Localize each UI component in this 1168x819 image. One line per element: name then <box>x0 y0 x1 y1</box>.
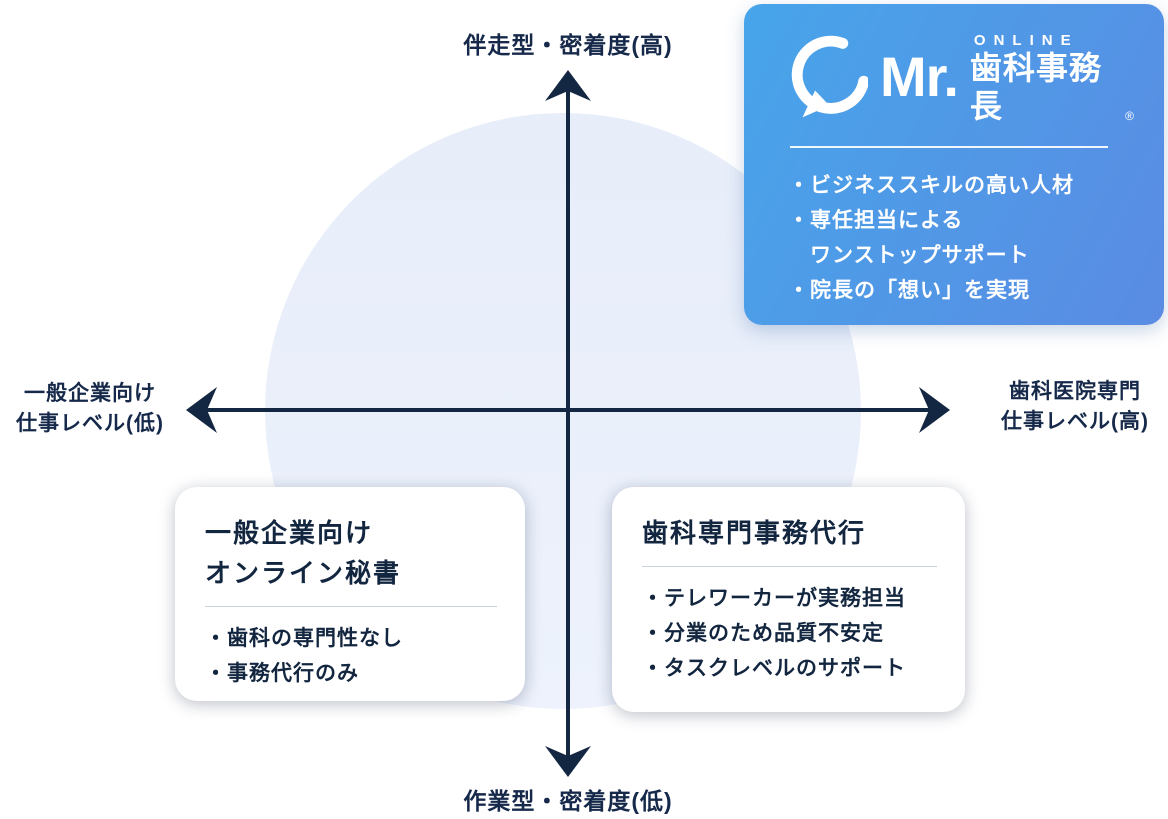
card-point-item: ・事務代行のみ <box>205 662 359 685</box>
card-title-line2: オンライン秘書 <box>205 558 402 588</box>
arrow-down-icon <box>545 746 591 777</box>
card-point-list: ・テレワーカーが実務担当 ・分業のため品質不安定 ・タスクレベルのサポート <box>642 581 937 686</box>
general-online-secretary-card: 一般企業向け オンライン秘書 ・歯科の専門性なし ・事務代行のみ <box>175 487 525 701</box>
card-title: 一般企業向け オンライン秘書 <box>205 513 497 593</box>
card-point-list: ・歯科の専門性なし ・事務代行のみ <box>205 621 497 691</box>
arrow-left-icon <box>186 387 217 433</box>
arrow-up-icon <box>545 70 591 101</box>
axis-label-left-line2: 仕事レベル(低) <box>16 412 164 435</box>
brand-card-divider <box>790 145 1108 148</box>
axis-label-top: 伴走型・密着度(高) <box>463 32 673 58</box>
axis-label-right-line2: 仕事レベル(高) <box>1001 410 1149 433</box>
brand-feature-item: ・院長の「想い」を実現 <box>788 278 1030 302</box>
card-point-item: ・歯科の専門性なし <box>205 627 403 650</box>
brand-name: 歯科事務長 <box>969 50 1102 125</box>
axis-label-left: 一般企業向け 仕事レベル(低) <box>0 379 180 439</box>
brand-feature-item: ・専任担当による <box>788 208 964 232</box>
card-point-item: ・タスクレベルのサポート <box>642 657 906 680</box>
axis-label-left-line1: 一般企業向け <box>24 382 156 405</box>
brand-feature-item: ワンストップサポート <box>788 243 1030 267</box>
brand-logo: Mr. ONLINE 歯科事務長 ® <box>744 4 1164 126</box>
axis-label-bottom: 作業型・密着度(低) <box>463 788 673 814</box>
brand-card: Mr. ONLINE 歯科事務長 ® ・ビジネススキルの高い人材 ・専任担当によ… <box>744 4 1164 325</box>
brand-feature-list: ・ビジネススキルの高い人材 ・専任担当による ワンストップサポート ・院長の「想… <box>788 168 1164 308</box>
registered-mark: ® <box>1125 108 1134 123</box>
brand-name-stack: ONLINE 歯科事務長 ® <box>970 32 1134 126</box>
card-title-line1: 一般企業向け <box>205 518 374 548</box>
card-divider <box>642 566 937 567</box>
card-divider <box>205 606 497 607</box>
circular-arrow-icon <box>791 35 868 118</box>
dental-admin-agency-card: 歯科専門事務代行 ・テレワーカーが実務担当 ・分業のため品質不安定 ・タスクレベ… <box>612 487 965 712</box>
brand-feature-item: ・ビジネススキルの高い人材 <box>788 173 1074 197</box>
brand-online-label: ONLINE <box>973 32 1079 49</box>
axis-label-right-line1: 歯科医院専門 <box>1009 380 1141 403</box>
card-title: 歯科専門事務代行 <box>642 518 867 548</box>
arrow-right-icon <box>919 387 950 433</box>
axis-label-right: 歯科医院専門 仕事レベル(高) <box>980 377 1168 437</box>
brand-prefix: Mr. <box>880 44 959 108</box>
card-point-item: ・テレワーカーが実務担当 <box>642 587 906 610</box>
brand-name-row: 歯科事務長 ® <box>970 49 1134 126</box>
card-point-item: ・分業のため品質不安定 <box>642 622 884 645</box>
